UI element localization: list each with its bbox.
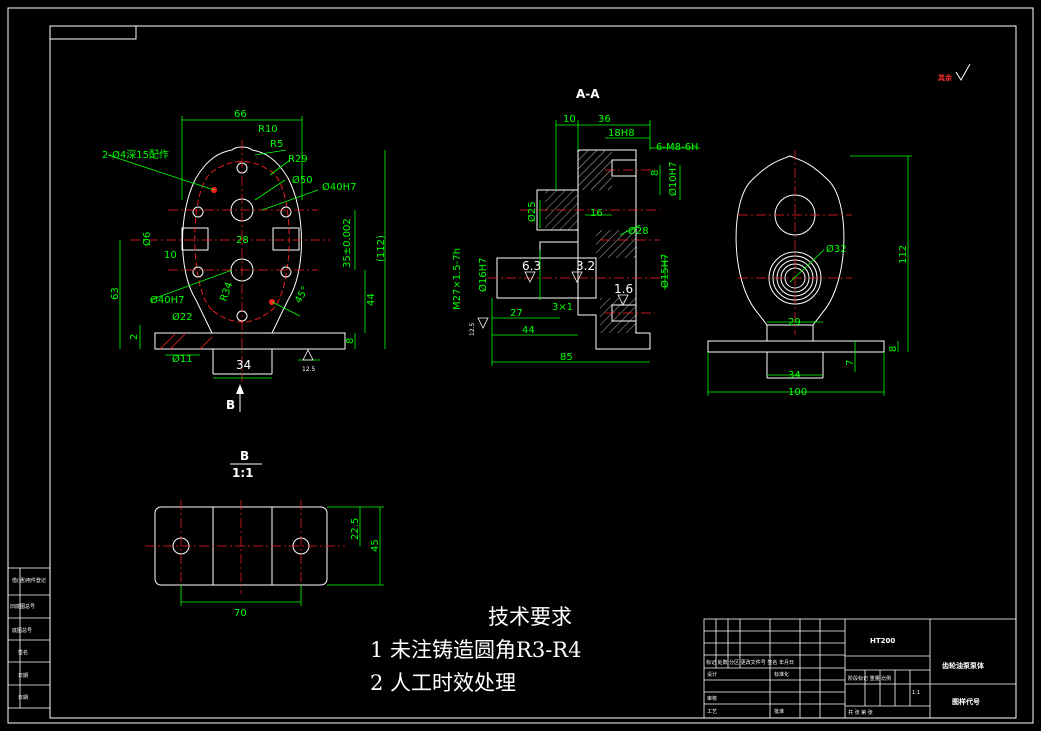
section-dim-16: 16 bbox=[590, 208, 603, 219]
side-dim-29: 29 bbox=[788, 317, 801, 328]
section-dim-27: 27 bbox=[510, 308, 523, 319]
section-dim-8: 8 bbox=[650, 170, 661, 176]
front-dim-112: (112) bbox=[376, 235, 387, 262]
front-dim-45deg: 45° bbox=[293, 285, 311, 306]
side-dim-d32: Ø32 bbox=[826, 243, 847, 255]
section-label: A-A bbox=[576, 87, 600, 101]
title-design: 设计 bbox=[707, 671, 717, 678]
section-dim-d25: Ø25 bbox=[526, 201, 538, 222]
left-panel-text-4: 签名 bbox=[18, 649, 28, 656]
section-dim-m8: 6-M8-6H bbox=[656, 142, 698, 153]
section-dim-d15h7: Ø15H7 bbox=[659, 254, 671, 288]
detail-dim-70: 70 bbox=[234, 608, 247, 619]
detail-view-b: B 1:1 70 22.5 45 bbox=[145, 449, 384, 619]
front-dim-d6: Ø6 bbox=[141, 232, 153, 246]
title-standardize: 标准化 bbox=[774, 671, 789, 678]
title-part-name: 齿轮油泵泵体 bbox=[942, 661, 985, 670]
title-process: 工艺 bbox=[707, 709, 717, 715]
left-panel-text-5: 日期 bbox=[18, 673, 28, 679]
front-dim-d40h7-top: Ø40H7 bbox=[322, 181, 356, 193]
section-view-aa: A-A bbox=[452, 87, 700, 366]
section-dim-85: 85 bbox=[560, 352, 573, 363]
front-dim-66: 66 bbox=[234, 109, 247, 120]
section-dim-d16h7: Ø16H7 bbox=[477, 258, 489, 292]
side-dim-8: 8 bbox=[888, 346, 899, 352]
detail-dim-45: 45 bbox=[370, 539, 381, 552]
detail-b-label: B bbox=[240, 449, 249, 463]
side-view: Ø32 112 29 34 100 8 7 bbox=[707, 150, 912, 398]
tech-req-item-1: 1 未注铸造圆角R3-R4 bbox=[370, 638, 581, 662]
side-dim-112: 112 bbox=[898, 245, 909, 264]
section-dim-3-2: 3.2 bbox=[576, 259, 595, 273]
section-dim-3x1: 3×1 bbox=[552, 302, 573, 313]
side-dim-100: 100 bbox=[788, 387, 807, 398]
front-dim-roughness: 12.5 bbox=[302, 366, 316, 373]
section-dim-44: 44 bbox=[522, 325, 535, 336]
left-signature-panel: 借(通)用件登记 旧底图总号 底图总号 签名 日期 日期 bbox=[7, 567, 51, 709]
front-dim-d50: Ø50 bbox=[292, 174, 313, 186]
section-dim-1-6: 1.6 bbox=[614, 282, 633, 296]
left-panel-text-3: 底图总号 bbox=[12, 627, 32, 634]
section-dim-6-3: 6.3 bbox=[522, 259, 541, 273]
side-dim-34: 34 bbox=[788, 370, 801, 381]
side-dim-7: 7 bbox=[845, 360, 856, 366]
title-block: HT200 齿轮油泵泵体 图样代号 1:1 标记 处数 分区 更改文件号 签名 … bbox=[703, 618, 1017, 719]
title-approve: 批准 bbox=[774, 708, 784, 715]
section-dim-roughness: 12.5 bbox=[469, 322, 476, 336]
front-dim-d22: Ø22 bbox=[172, 311, 193, 323]
left-panel-text-6: 日期 bbox=[18, 695, 28, 701]
front-dim-63: 63 bbox=[110, 287, 121, 300]
front-dim-8: 8 bbox=[345, 338, 356, 344]
front-dim-holes-note: 2-Ø4深15配作 bbox=[102, 149, 169, 161]
front-dim-r34: R34 bbox=[218, 281, 235, 303]
section-dim-m27: M27×1.5-7h bbox=[452, 248, 463, 310]
front-dim-d11: Ø11 bbox=[172, 353, 193, 365]
front-dim-28: 28 bbox=[236, 235, 249, 246]
front-dim-r10: R10 bbox=[258, 124, 278, 135]
title-stage-row: 阶段标记 重量 比例 bbox=[848, 675, 891, 682]
front-dim-34: 34 bbox=[236, 358, 251, 372]
front-dim-44: 44 bbox=[366, 293, 377, 306]
section-dim-d10h7: Ø10H7 bbox=[667, 162, 679, 196]
section-dim-10: 10 bbox=[563, 114, 576, 125]
title-scale: 1:1 bbox=[912, 690, 920, 696]
view-b-arrow-label: B bbox=[226, 398, 235, 412]
title-sheets-row: 共 张 第 张 bbox=[848, 709, 873, 716]
title-header-row: 标记 处数 分区 更改文件号 签名 年月日 bbox=[706, 659, 794, 666]
front-dim-10: 10 bbox=[164, 250, 177, 261]
roughness-note-text: 其余 bbox=[938, 73, 953, 82]
front-dim-35: 35±0.002 bbox=[342, 218, 353, 268]
drawing-frame bbox=[7, 7, 1034, 724]
detail-b-scale: 1:1 bbox=[232, 466, 254, 480]
front-view: 66 R10 R5 R29 Ø50 Ø40H7 2-Ø4深15配作 35±0.0… bbox=[102, 109, 387, 412]
tech-req-title: 技术要求 bbox=[488, 605, 572, 629]
title-drawing-no-label: 图样代号 bbox=[952, 697, 980, 706]
front-dim-2: 2 bbox=[129, 334, 140, 340]
roughness-note: 其余 bbox=[938, 63, 971, 82]
section-dim-18h8: 18H8 bbox=[608, 128, 635, 139]
tech-req-item-2: 2 人工时效处理 bbox=[370, 671, 516, 695]
section-dim-d28: Ø28 bbox=[628, 225, 649, 237]
section-dim-36: 36 bbox=[598, 114, 611, 125]
front-dim-r29: R29 bbox=[288, 154, 308, 165]
detail-dim-22-5: 22.5 bbox=[350, 518, 361, 540]
title-review: 审核 bbox=[707, 695, 717, 702]
front-dim-d40h7-low: Ø40H7 bbox=[150, 294, 184, 306]
left-panel-text-1: 借(通)用件登记 bbox=[12, 577, 46, 584]
front-dim-r5: R5 bbox=[270, 139, 283, 150]
technical-requirements: 技术要求 1 未注铸造圆角R3-R4 2 人工时效处理 bbox=[370, 605, 581, 695]
title-material: HT200 bbox=[870, 637, 895, 645]
left-panel-text-2: 旧底图总号 bbox=[10, 603, 35, 610]
